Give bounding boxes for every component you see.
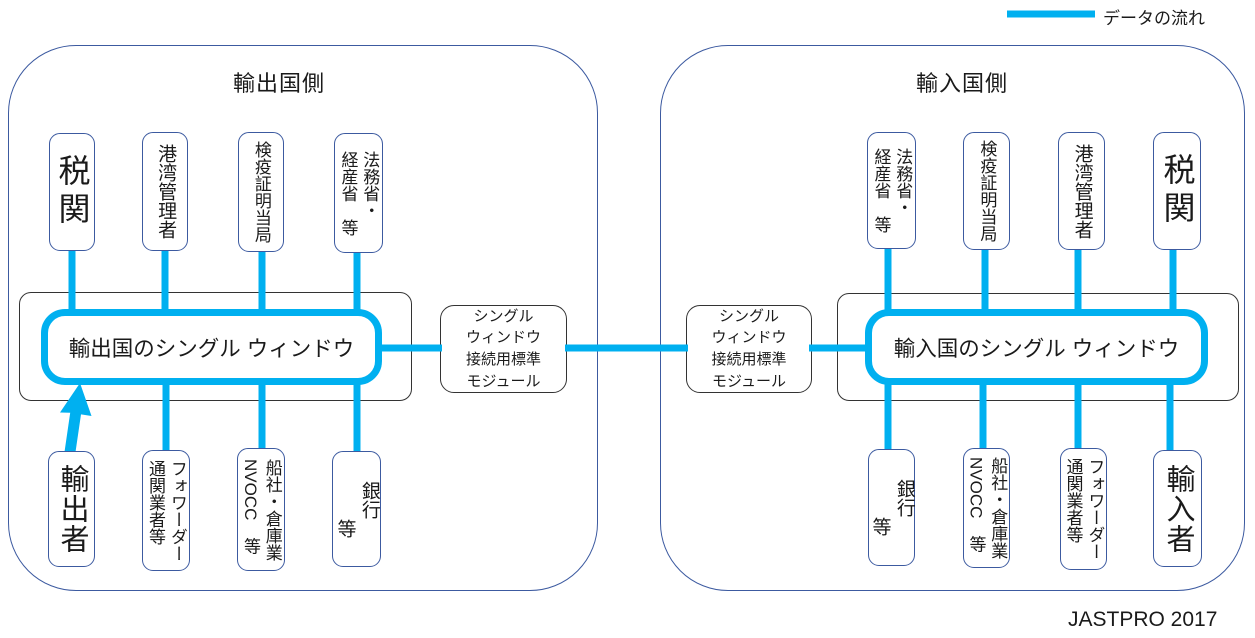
box-export-quarantine-label: 検疫証明当局: [251, 141, 271, 243]
connector-module-right-label: シングル ウィンドウ 接続用標準 モジュール: [711, 307, 787, 390]
legend-label: データの流れ: [1103, 9, 1205, 28]
box-exporter: 輸出者: [48, 451, 95, 567]
box-export-port-admin: 港湾管理者: [142, 132, 188, 251]
box-export-shipping-label: 船社・倉庫業 NVOCC 等: [241, 458, 282, 561]
box-export-bank: 銀行 等: [332, 451, 381, 567]
export-country-container: [8, 45, 598, 591]
box-export-forwarder: フォワーダー 通関業者等: [142, 450, 190, 571]
box-import-forwarder: フォワーダー 通関業者等: [1060, 448, 1107, 570]
box-importer-label: 輸入者: [1162, 463, 1195, 554]
exporter-upload-arrow: [60, 383, 92, 453]
box-import-shipping: 船社・倉庫業 NVOCC 等: [963, 448, 1010, 568]
box-exporter-label: 輸出者: [56, 464, 89, 554]
box-import-quarantine-label: 検疫証明当局: [977, 140, 997, 242]
credit-text: JASTPRO 2017: [1068, 608, 1218, 631]
box-import-forwarder-label: フォワーダー 通関業者等: [1063, 458, 1105, 560]
export-side-title: 輸出国側: [233, 71, 326, 96]
box-export-ministries-label: 法務省・ 経産省 等: [338, 150, 380, 236]
box-import-quarantine: 検疫証明当局: [963, 132, 1010, 250]
box-export-bank-label: 銀行 等: [334, 480, 380, 538]
import-country-container: [660, 45, 1245, 591]
box-export-customs: 税関: [49, 133, 95, 251]
connector-module-left: シングル ウィンドウ 接続用標準 モジュール: [440, 305, 567, 393]
connector-module-left-label: シングル ウィンドウ 接続用標準 モジュール: [465, 307, 541, 390]
box-import-customs-label: 税関: [1159, 153, 1196, 229]
box-import-customs: 税関: [1153, 132, 1201, 250]
box-importer: 輸入者: [1153, 450, 1202, 567]
connector-module-right: シングル ウィンドウ 接続用標準 モジュール: [686, 305, 812, 393]
box-import-shipping-label: 船社・倉庫業 NVOCC 等: [966, 457, 1008, 559]
box-export-forwarder-label: フォワーダー 通関業者等: [146, 459, 187, 562]
box-export-shipping: 船社・倉庫業 NVOCC 等: [237, 448, 285, 571]
box-import-ministries: 法務省・ 経産省 等: [867, 132, 916, 249]
box-export-quarantine: 検疫証明当局: [238, 132, 284, 252]
import-single-window: 輸入国のシングル ウィンドウ: [865, 309, 1208, 385]
box-export-ministries: 法務省・ 経産省 等: [334, 133, 383, 253]
box-import-bank: 銀行 等: [868, 449, 915, 566]
import-side-title: 輸入国側: [916, 71, 1009, 96]
box-import-ministries-label: 法務省・ 経産省 等: [871, 148, 913, 233]
box-export-port-admin-label: 港湾管理者: [155, 144, 177, 239]
box-export-customs-label: 税関: [54, 154, 91, 230]
export-single-window: 輸出国のシングル ウィンドウ: [41, 309, 382, 385]
box-import-port-admin: 港湾管理者: [1058, 132, 1105, 250]
box-import-bank-label: 銀行 等: [869, 479, 915, 536]
import-single-window-label: 輸入国のシングル ウィンドウ: [893, 336, 1180, 361]
box-import-port-admin-label: 港湾管理者: [1071, 143, 1093, 239]
export-single-window-label: 輸出国のシングル ウィンドウ: [68, 336, 355, 361]
